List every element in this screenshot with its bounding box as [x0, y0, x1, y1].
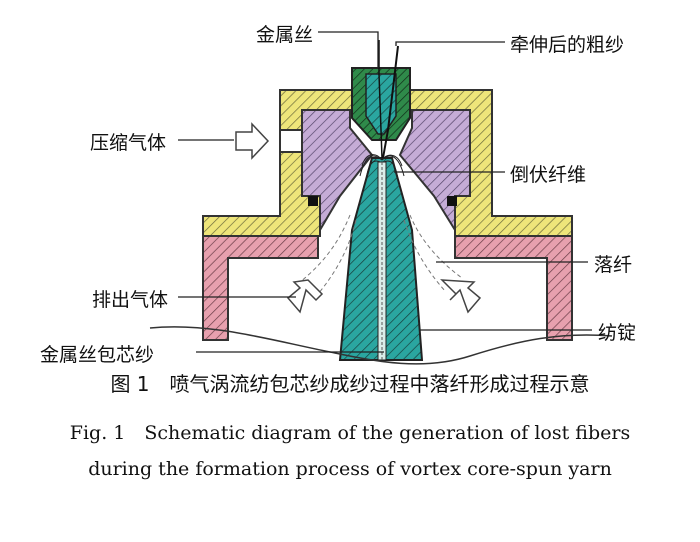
label-lost-fibers: 落纤 [594, 254, 633, 276]
exhaust-streamlines [299, 214, 463, 295]
lower-housing-right [454, 235, 573, 341]
label-exhaust-air: 排出气体 [92, 289, 169, 311]
vortex-spinning-diagram [149, 31, 613, 365]
compressed-air-arrow [235, 122, 270, 160]
exhaust-arrow-left [286, 279, 324, 314]
label-core-spun-yarn: 金属丝包芯纱 [40, 344, 155, 366]
label-drafted-yarn: 牵伸后的粗纱 [510, 34, 625, 56]
metal-wire-line [378, 40, 383, 159]
caption-english-line1: Fig. 1 Schematic diagram of the generati… [69, 422, 631, 444]
label-lodged-fibers: 倒伏纤维 [510, 164, 587, 186]
seal-right [447, 196, 457, 206]
caption-chinese: 图 1 喷气涡流纺包芯纱成纱过程中落纤形成过程示意 [110, 372, 590, 396]
air-inlet-slot [279, 129, 305, 153]
label-compressed-air: 压缩气体 [90, 132, 167, 154]
base-curve [149, 326, 613, 365]
spindle-bore [377, 161, 387, 361]
seal-left [308, 196, 318, 206]
label-spindle: 纺锭 [598, 322, 637, 344]
leader-lines [178, 31, 592, 353]
label-metal-wire: 金属丝 [256, 24, 314, 46]
exhaust-arrow-right [440, 279, 482, 314]
caption-english-line2: during the formation process of vortex c… [88, 458, 612, 480]
drafted-yarn-line [382, 45, 399, 159]
